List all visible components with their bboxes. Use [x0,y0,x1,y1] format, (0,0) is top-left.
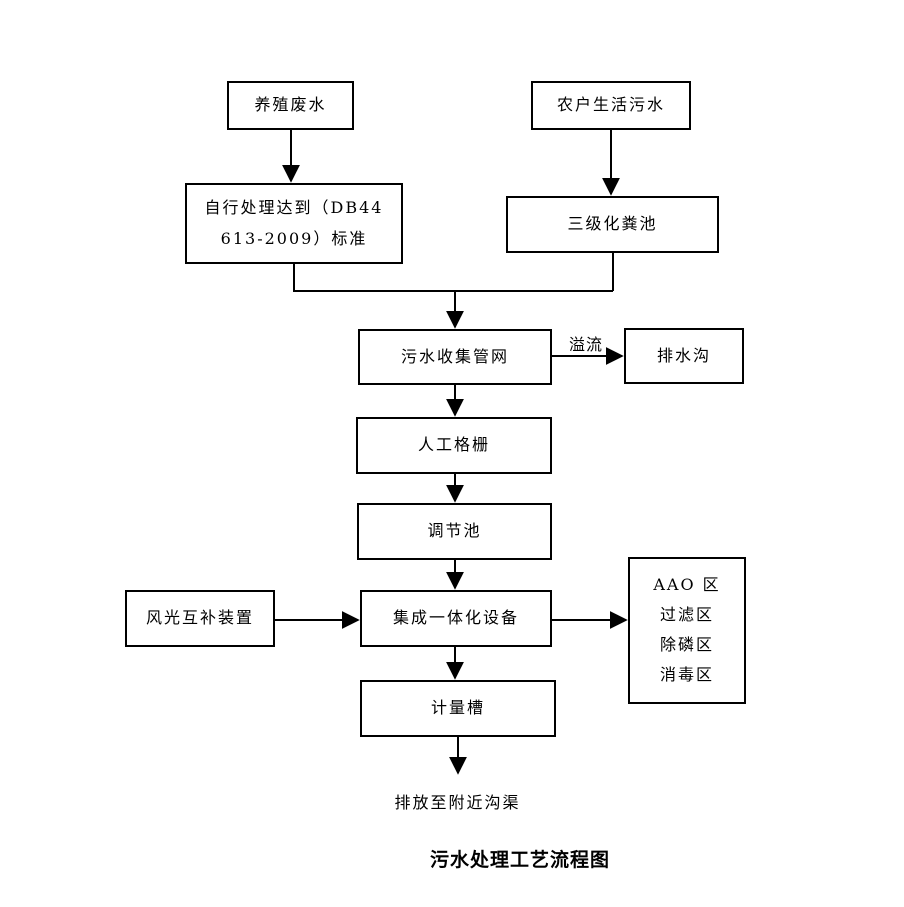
zone-aao: AAO 区 [653,575,721,595]
outfall-text: 排放至附近沟渠 [394,793,521,812]
node-treatment-zones: AAO 区 过滤区 除磷区 消毒区 [628,557,746,704]
node-manual-grille: 人工格栅 [356,417,552,474]
node-sewage-collection-network: 污水收集管网 [358,329,552,385]
zone-phosphorus-removal: 除磷区 [659,635,714,655]
zone-filter: 过滤区 [659,605,714,625]
node-drainage-ditch: 排水沟 [624,328,744,384]
zone-disinfection: 消毒区 [659,665,714,685]
node-wind-solar-device: 风光互补装置 [125,590,275,647]
node-regulating-tank: 调节池 [357,503,552,560]
node-septic-tank: 三级化粪池 [506,196,719,253]
diagram-title: 污水处理工艺流程图 [429,849,610,871]
edge-label-overflow: 溢流 [568,335,603,354]
node-farm-wastewater: 养殖废水 [227,81,354,130]
node-integrated-equipment: 集成一体化设备 [360,590,552,647]
node-self-treatment-standard: 自行处理达到（DB44 613-2009）标准 [185,183,403,264]
node-measuring-tank: 计量槽 [360,680,556,737]
node-household-sewage: 农户生活污水 [531,81,691,130]
